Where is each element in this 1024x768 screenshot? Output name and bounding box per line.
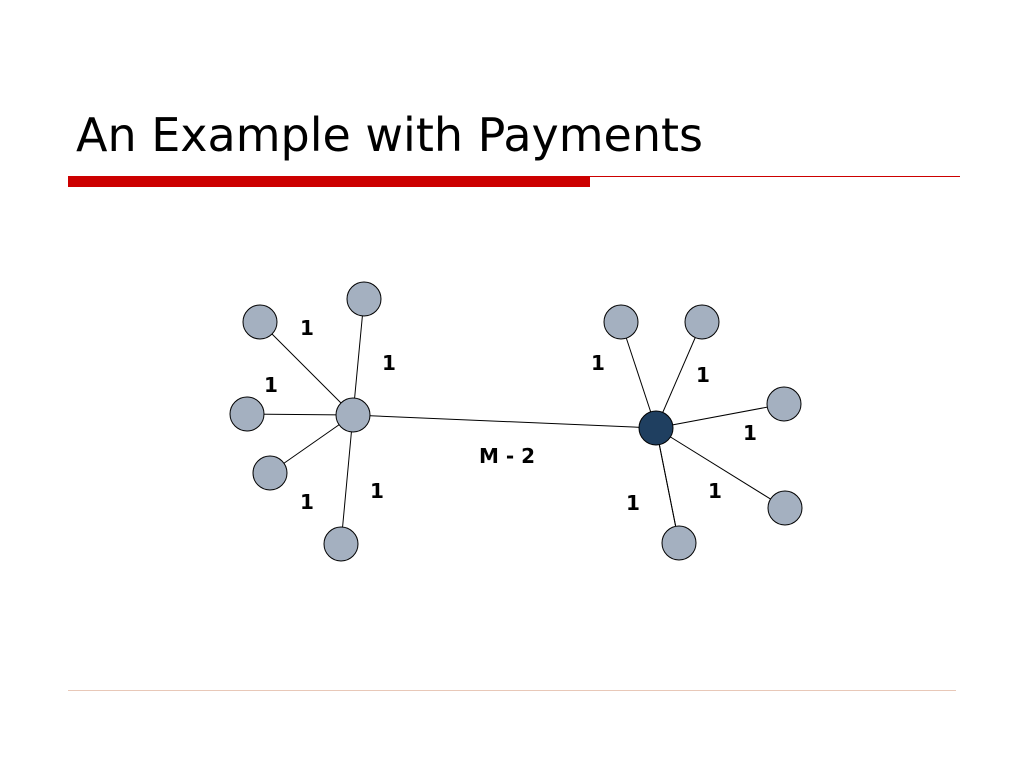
spoke-label-5: 1	[370, 479, 384, 503]
bridge-edge-label: M - 2	[479, 444, 535, 468]
left-leaf-4-node	[252, 455, 288, 491]
nodes-layer	[229, 281, 803, 562]
spoke-label-9: 1	[708, 479, 722, 503]
spoke-edge-9	[655, 427, 786, 509]
spoke-label-3: 1	[264, 373, 278, 397]
right-leaf-4-node	[767, 490, 803, 526]
title-thin-rule	[590, 176, 960, 177]
bridge-edge	[352, 414, 657, 429]
spoke-label-1: 1	[300, 316, 314, 340]
spoke-edge-8	[655, 403, 785, 429]
left-leaf-3-node	[229, 396, 265, 432]
spoke-label-7: 1	[696, 363, 710, 387]
right-leaf-1-node	[603, 304, 639, 340]
right-hub-node	[638, 410, 674, 446]
spoke-label-4: 1	[300, 490, 314, 514]
slide-title: An Example with Payments	[76, 108, 703, 162]
spoke-edge-3	[246, 413, 354, 416]
spoke-edge-6	[620, 321, 657, 429]
labels-layer: M - 2 1 1 1 1 1 1 1 1 1 1	[264, 316, 757, 515]
footer-rule	[68, 690, 956, 691]
left-leaf-1-node	[242, 304, 278, 340]
spoke-label-6: 1	[591, 351, 605, 375]
right-leaf-5-node	[661, 525, 697, 561]
spoke-edge-1	[259, 321, 354, 416]
left-leaf-5-node	[323, 526, 359, 562]
spoke-edge-5	[340, 414, 354, 545]
spoke-label-10: 1	[626, 491, 640, 515]
spoke-edge-2	[352, 298, 365, 416]
spoke-edge-11	[655, 427, 680, 544]
title-accent-bar	[68, 176, 590, 187]
edges-layer	[246, 298, 786, 545]
right-leaf-2-node	[684, 304, 720, 340]
left-leaf-2-node	[346, 281, 382, 317]
spoke-label-8: 1	[743, 421, 757, 445]
spoke-edge-7	[655, 321, 703, 429]
right-leaf-3-node	[766, 386, 802, 422]
left-hub-node	[335, 397, 371, 433]
spoke-label-2: 1	[382, 351, 396, 375]
